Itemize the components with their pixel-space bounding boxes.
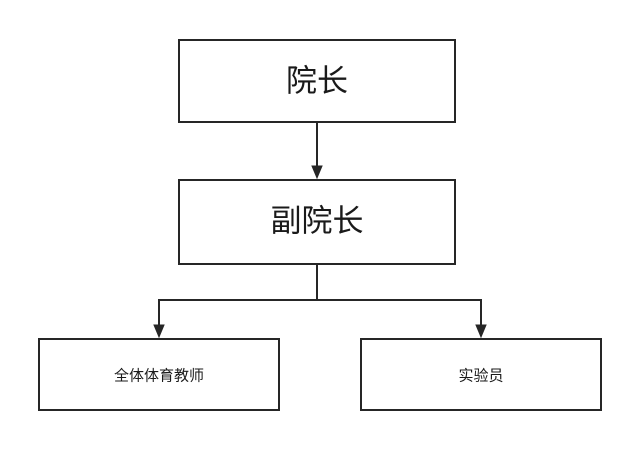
node-lab-staff: 实验员 [360,338,602,411]
node-dean: 院长 [178,39,456,123]
connector-vice-dean-branch [153,264,487,339]
connector-dean-to-vice-dean [311,122,323,180]
node-dean-box [178,39,456,123]
node-vice-dean-box [178,179,456,265]
node-pe-teachers-box [38,338,280,411]
node-vice-dean: 副院长 [178,179,456,265]
node-pe-teachers: 全体体育教师 [38,338,280,411]
node-lab-staff-label: 实验员 [458,367,503,385]
node-dean-label: 院长 [286,64,348,100]
node-pe-teachers-label: 全体体育教师 [114,367,204,385]
node-vice-dean-label: 副院长 [271,204,364,240]
node-lab-staff-box [360,338,602,411]
arrowhead-icon [153,324,165,339]
arrowhead-icon [475,324,487,339]
arrowhead-icon [311,165,323,180]
